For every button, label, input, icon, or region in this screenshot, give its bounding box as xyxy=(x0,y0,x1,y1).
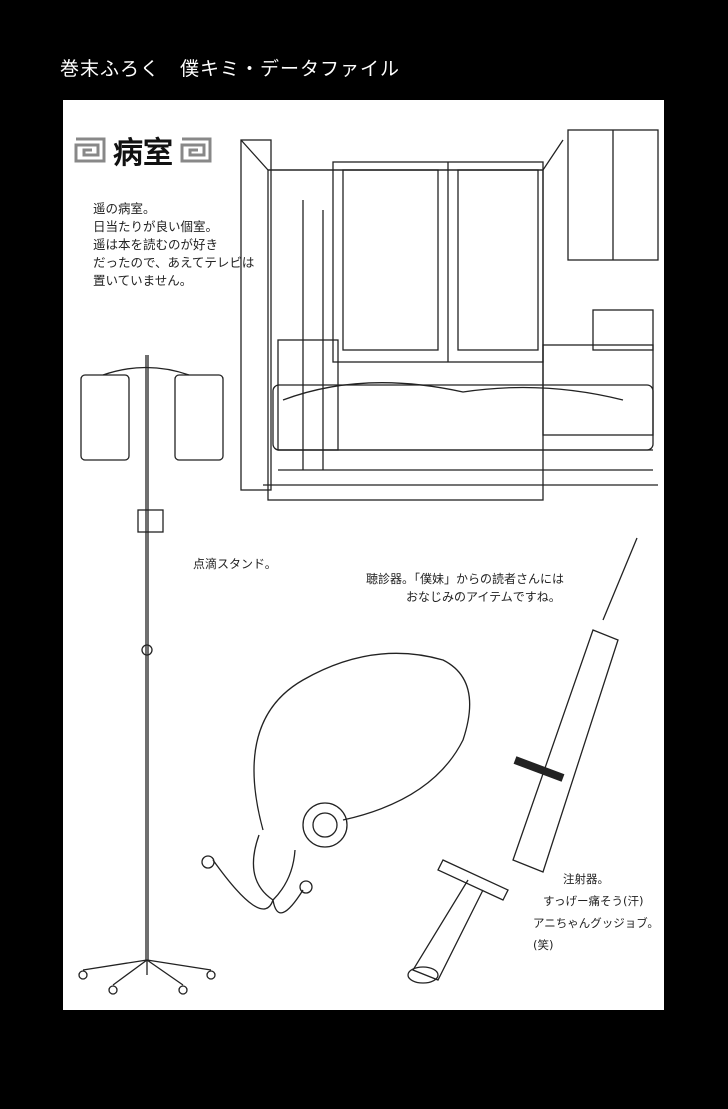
syringe-drawing xyxy=(407,537,638,984)
note-line: おなじみのアイテムですね。 xyxy=(406,590,561,604)
stethoscope-drawing xyxy=(201,652,471,914)
note-line: すっげー痛そう(汗) xyxy=(543,894,644,908)
illustration-panel: 病室 遥の病室。 日当たりが良い個室。 遥は本を読むのが好き だったので、あえて… xyxy=(63,100,664,1010)
stethoscope-note: 聴診器。「僕妹」からの読者さんには おなじみのアイテムですね。 xyxy=(366,570,564,606)
section-title: 病室 xyxy=(73,128,213,172)
iv-stand-note: 点滴スタンド。 xyxy=(193,557,277,571)
note-line: だったので、あえてテレビは xyxy=(93,255,255,270)
room-note: 遥の病室。 日当たりが良い個室。 遥は本を読むのが好き だったので、あえてテレビ… xyxy=(93,200,254,290)
meander-ornament-icon xyxy=(180,137,212,163)
meander-ornament-icon xyxy=(74,137,106,163)
syringe-note: 注射器。 すっげー痛そう(汗) アニちゃんグッジョブ。(笑) xyxy=(533,868,664,956)
note-line: 遥は本を読むのが好き xyxy=(93,237,219,252)
hospital-illustrations xyxy=(78,129,659,995)
section-title-text: 病室 xyxy=(113,136,173,171)
note-line: 注射器。 xyxy=(563,872,609,886)
page-header: 巻末ふろく 僕キミ・データファイル xyxy=(60,58,401,80)
hospital-room-drawing xyxy=(240,129,659,501)
note-line: 聴診器。「僕妹」からの読者さんには xyxy=(366,572,565,586)
note-line: 遥の病室。 xyxy=(93,201,156,216)
note-line: 日当たりが良い個室。 xyxy=(93,219,219,234)
note-line: アニちゃんグッジョブ。(笑) xyxy=(533,916,659,952)
iv-stand-drawing xyxy=(78,355,224,995)
note-line: 置いていません。 xyxy=(93,273,193,288)
